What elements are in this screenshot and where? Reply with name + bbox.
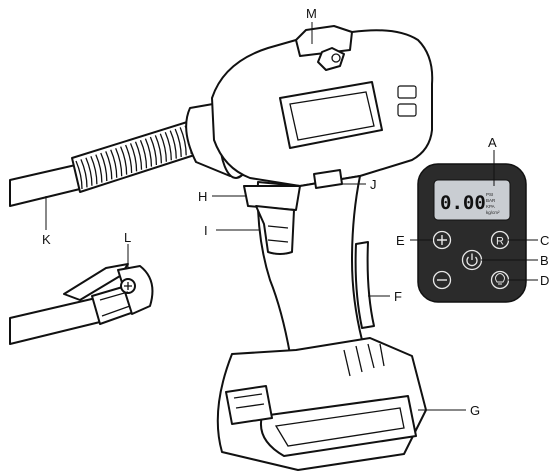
coil-ring xyxy=(80,159,88,188)
label-m: M xyxy=(306,6,317,21)
leader-lines xyxy=(45,22,538,411)
coil-ring xyxy=(129,143,138,172)
light-button[interactable] xyxy=(490,270,510,290)
coil-ring xyxy=(174,128,182,158)
coil-ring xyxy=(159,133,167,162)
coil-ring xyxy=(134,141,143,170)
unit-bar: BAR xyxy=(486,198,496,203)
unit-kgcm2: kg/cm² xyxy=(486,210,500,215)
label-h: H xyxy=(198,189,207,204)
label-e: E xyxy=(396,233,405,248)
unit-psi: PSI xyxy=(486,192,493,197)
valve-clip-adapter xyxy=(9,263,154,345)
coil-ring xyxy=(179,127,187,156)
coil-ring xyxy=(115,147,123,177)
label-b: B xyxy=(540,253,549,268)
coil-ring xyxy=(75,160,83,190)
label-f: F xyxy=(394,289,402,304)
coil-ring xyxy=(144,138,153,167)
coil-ring xyxy=(149,136,158,166)
label-k: K xyxy=(42,232,51,247)
lcd-display xyxy=(433,179,511,221)
lcd-reading: 0.00 xyxy=(440,192,486,214)
coil-ring xyxy=(90,155,98,185)
unit-kpa: KPA xyxy=(486,204,495,209)
coil-ring xyxy=(95,154,103,183)
coil-ring xyxy=(105,151,113,180)
coil-ring xyxy=(164,131,172,161)
power-icon xyxy=(466,253,478,267)
coil-ring xyxy=(139,139,148,169)
coil-ring xyxy=(85,157,93,186)
label-g: G xyxy=(470,403,480,418)
label-c: C xyxy=(540,233,549,248)
plus-icon xyxy=(437,235,447,245)
inflator-body xyxy=(211,25,434,471)
coil-ring xyxy=(154,135,163,164)
label-j: J xyxy=(370,177,377,192)
power-button[interactable] xyxy=(461,249,483,271)
coil-ring xyxy=(100,152,108,182)
coil-ring xyxy=(169,130,177,159)
plus-button[interactable] xyxy=(432,230,452,250)
r-icon: R xyxy=(496,236,504,248)
coil-ring xyxy=(125,144,133,174)
control-panel: 0.00 PSI BAR KPA kg/cm² R xyxy=(417,163,527,303)
coil-ring xyxy=(120,146,128,175)
r-button[interactable]: R xyxy=(490,230,510,250)
label-l: L xyxy=(124,230,131,245)
part-labels: M A C B D E H I J F G K L xyxy=(42,6,549,418)
label-a: A xyxy=(488,135,497,150)
light-bulb-icon xyxy=(495,273,505,285)
hose xyxy=(9,163,85,207)
label-i: I xyxy=(204,223,208,238)
label-d: D xyxy=(540,273,549,288)
coil-ring xyxy=(110,149,118,178)
minus-button[interactable] xyxy=(432,270,452,290)
